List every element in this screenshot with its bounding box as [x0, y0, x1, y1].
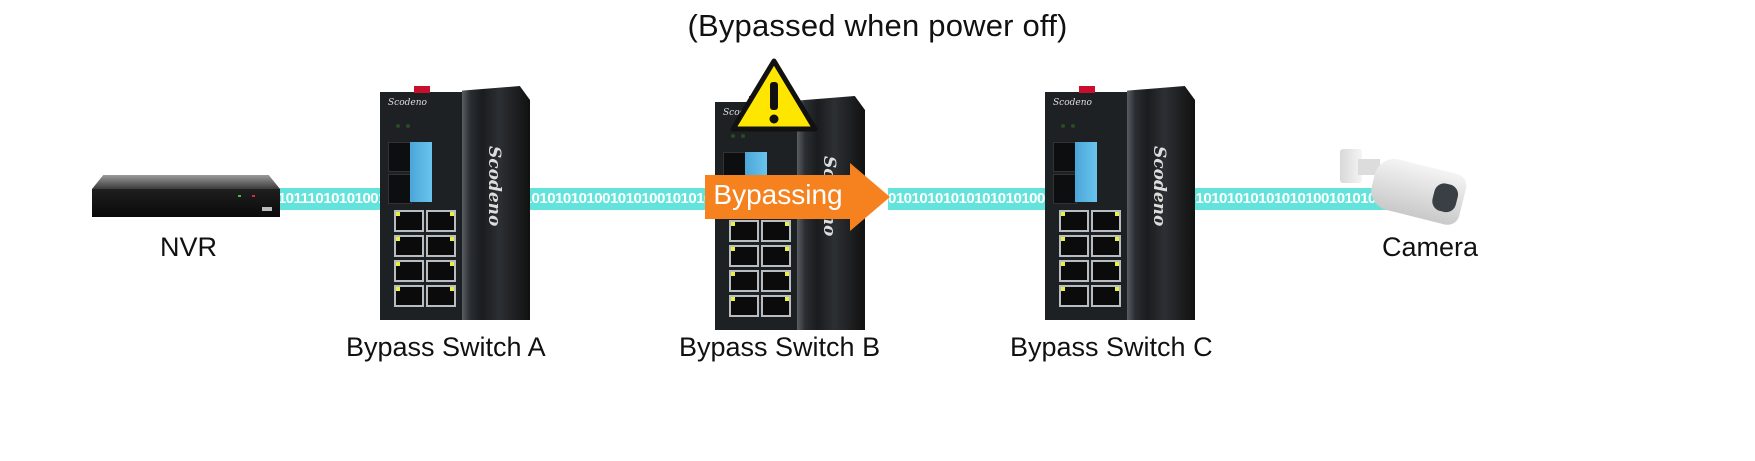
port-led — [731, 272, 735, 276]
switch-c-label: Bypass Switch C — [1010, 332, 1213, 362]
bypassing-arrow: Bypassing — [705, 163, 890, 231]
switch-brand-text: Scodeno — [1149, 146, 1169, 227]
port-led — [785, 272, 789, 276]
switch-heatsink — [1127, 86, 1195, 320]
port-led — [731, 222, 735, 226]
port-led — [1061, 212, 1065, 216]
power-led — [406, 124, 410, 128]
port-led — [1061, 287, 1065, 291]
port-led — [1115, 262, 1119, 266]
rj45-port — [1091, 210, 1121, 232]
rj45-port — [426, 210, 456, 232]
port-led — [396, 212, 400, 216]
port-led — [785, 247, 789, 251]
port-led — [1115, 212, 1119, 216]
rj45-port — [761, 245, 791, 267]
switch-logo: Scodeno — [1053, 98, 1092, 108]
rj45-port — [729, 295, 759, 317]
terminal-block — [1075, 142, 1097, 202]
port-led — [731, 247, 735, 251]
rj45-port — [1091, 235, 1121, 257]
port-led — [1115, 287, 1119, 291]
rj45-port — [729, 220, 759, 242]
port-led — [396, 287, 400, 291]
industrial-switch-icon — [1045, 92, 1127, 320]
data-link-b-c: 01010101010101010100100110 — [888, 188, 1048, 210]
data-link-c-camera: 01010101010101010100101010101010101010 — [1172, 188, 1387, 210]
arrow-head-icon — [850, 163, 890, 231]
warning-triangle-icon — [730, 58, 818, 132]
switch-heatsink — [462, 86, 530, 320]
terminal-block — [410, 142, 432, 202]
rj45-port — [1059, 210, 1089, 232]
port-led — [1115, 237, 1119, 241]
camera-lens — [1430, 181, 1461, 215]
rj45-port — [761, 270, 791, 292]
rj45-port — [1059, 235, 1089, 257]
data-link-a-b: 10101010101001010100101010010110101010 — [508, 188, 708, 210]
power-led — [1071, 124, 1075, 128]
sfp-port — [1053, 174, 1077, 204]
rj45-port — [394, 285, 424, 307]
port-led — [785, 297, 789, 301]
bullet-camera-icon — [1340, 145, 1469, 228]
switch-brand-text: Scodeno — [484, 146, 504, 227]
port-led — [450, 262, 454, 266]
bypassing-label: Bypassing — [705, 175, 851, 219]
sfp-port — [388, 142, 412, 172]
power-led — [1061, 124, 1065, 128]
rj45-port — [729, 270, 759, 292]
rj45-port — [426, 285, 456, 307]
camera-label: Camera — [1382, 232, 1479, 262]
nvr-usb-port — [262, 207, 272, 211]
nvr-status-led — [252, 195, 255, 197]
rj45-port — [394, 260, 424, 282]
port-led — [1061, 237, 1065, 241]
power-led — [396, 124, 400, 128]
rj45-port — [1059, 285, 1089, 307]
power-led — [731, 134, 735, 138]
rj45-port — [729, 245, 759, 267]
rj45-port — [426, 260, 456, 282]
rj45-port — [394, 235, 424, 257]
port-led — [1061, 262, 1065, 266]
nvr-label: NVR — [160, 232, 218, 262]
switch-a-label: Bypass Switch A — [346, 332, 546, 362]
rj45-port — [1091, 260, 1121, 282]
port-led — [396, 262, 400, 266]
rj45-port — [394, 210, 424, 232]
port-led — [450, 237, 454, 241]
camera-mount — [1340, 149, 1362, 183]
nvr-front-panel — [92, 189, 280, 217]
switch-red-clip — [1079, 86, 1095, 93]
industrial-switch-icon — [380, 92, 462, 320]
rj45-port — [1091, 285, 1121, 307]
port-led — [731, 297, 735, 301]
sfp-port — [1053, 142, 1077, 172]
diagram-title: (Bypassed when power off) — [687, 8, 1068, 43]
camera-body — [1367, 154, 1469, 228]
nvr-device — [92, 175, 280, 217]
nvr-status-led — [238, 195, 241, 197]
port-led — [396, 237, 400, 241]
port-led — [450, 287, 454, 291]
rj45-port — [426, 235, 456, 257]
nvr-recorder-icon — [92, 175, 280, 189]
port-led — [785, 222, 789, 226]
data-link-nvr-a: 01011101010100101010010101001010 — [270, 188, 390, 210]
switch-b-label: Bypass Switch B — [679, 332, 881, 362]
switch-logo: Scodeno — [388, 98, 427, 108]
rj45-port — [761, 295, 791, 317]
rj45-port — [1059, 260, 1089, 282]
power-led — [741, 134, 745, 138]
rj45-port — [761, 220, 791, 242]
switch-red-clip — [414, 86, 430, 93]
port-led — [450, 212, 454, 216]
sfp-port — [388, 174, 412, 204]
